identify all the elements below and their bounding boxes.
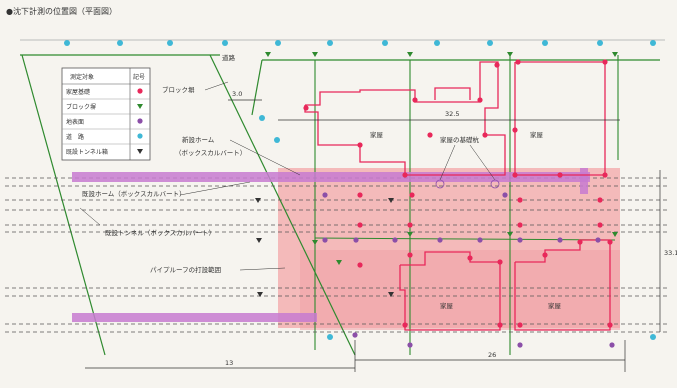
existing-home-label: 既設ホーム（ボックスカルバート） bbox=[82, 189, 186, 198]
ground-points bbox=[322, 192, 615, 348]
house-label-3: 家屋 bbox=[440, 301, 454, 310]
legend-house-dot-icon bbox=[137, 88, 143, 94]
legend-header-symbol: 記号 bbox=[133, 73, 145, 81]
diagonal-wall-block bbox=[209, 54, 356, 356]
diagonal-wall-left bbox=[21, 54, 106, 356]
legend-wall-triangle-icon bbox=[137, 104, 143, 109]
legend-road-dot-icon bbox=[137, 133, 143, 139]
house-label-4: 家屋 bbox=[548, 301, 562, 310]
horizontal-wall-mid bbox=[314, 237, 616, 241]
legend: 測定対象 記号 家屋基礎 ブロック塀 地表面 道 路 既設トンネル箱 bbox=[61, 67, 151, 161]
road-points bbox=[64, 40, 656, 340]
dim-bottom-left: 13 bbox=[225, 359, 233, 367]
road-label: 道路 bbox=[222, 53, 236, 62]
legend-ground-dot-icon bbox=[137, 118, 143, 124]
pipe-roof-zone-lower bbox=[300, 250, 620, 330]
dim-top: 32.5 bbox=[445, 110, 459, 118]
legend-tunnel-triangle-icon bbox=[137, 149, 143, 154]
existing-tunnel-label: 既設トンネル（ボックスカルバート） bbox=[105, 228, 215, 237]
block-wall-points bbox=[265, 52, 618, 265]
dim-right: 33.1 bbox=[664, 249, 677, 257]
leader-lines bbox=[79, 81, 496, 271]
pipe-roof-label: パイプルーフの打設範囲 bbox=[150, 265, 221, 274]
new-home-sub-label: （ボックスカルバート） bbox=[175, 149, 246, 157]
house-foundation-points bbox=[303, 59, 613, 328]
tunnel-points bbox=[255, 198, 394, 297]
legend-item-road: 道 路 bbox=[66, 133, 84, 141]
legend-item-block-wall: ブロック塀 bbox=[66, 103, 96, 111]
legend-item-house-base: 家屋基礎 bbox=[66, 88, 90, 96]
house-label-2: 家屋 bbox=[530, 130, 544, 139]
legend-header-target: 測定対象 bbox=[70, 73, 94, 81]
house-base-label: 家屋の基礎杭 bbox=[440, 135, 480, 144]
legend-item-tunnel: 既設トンネル箱 bbox=[66, 148, 108, 156]
platform-bar-lower bbox=[72, 313, 317, 322]
platform-bar-upper bbox=[72, 172, 590, 182]
dimension-lines bbox=[85, 99, 661, 372]
new-home-label: 新設ホーム bbox=[182, 135, 215, 144]
platform-end-upper bbox=[580, 168, 588, 194]
diagonal-wall-right bbox=[251, 59, 263, 116]
dim-bottom-right: 26 bbox=[488, 351, 496, 359]
legend-item-ground: 地表面 bbox=[66, 118, 84, 126]
house-label-1: 家屋 bbox=[370, 130, 384, 139]
dim-left: 3.0 bbox=[232, 90, 242, 98]
diagram-title: ●沈下計測の位置図（平面図） bbox=[6, 7, 117, 16]
block-wall-label: ブロック塀 bbox=[162, 85, 195, 94]
